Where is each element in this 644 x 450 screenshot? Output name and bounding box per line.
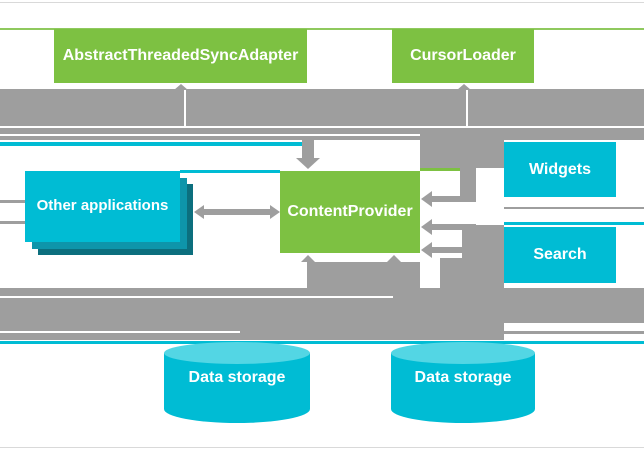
arrow-widgets-to-cp-shaft xyxy=(432,196,476,202)
left-stub-line-2 xyxy=(0,221,25,224)
cyan-line-upper xyxy=(0,142,302,146)
thin-line-below-widgets xyxy=(504,207,644,209)
green-sliver-line xyxy=(420,168,460,171)
cylinder-body xyxy=(164,353,310,423)
node-contentprovider: ContentProvider xyxy=(280,171,420,253)
node-label: Other applications xyxy=(36,197,169,215)
cylinder-body xyxy=(391,353,535,423)
arrow-up-to-syncadapter-icon xyxy=(174,84,188,90)
right-vertical-bar-widgets xyxy=(460,150,476,197)
top-bus-vertical-seam-right xyxy=(466,90,468,126)
arrow-up-to-cp-bottom-left-icon xyxy=(301,255,315,262)
cylinder-top xyxy=(391,342,535,364)
top-bus-band-1 xyxy=(0,89,644,126)
arrow-right-head-icon xyxy=(270,205,280,219)
bottom-bus-band-right xyxy=(504,288,644,323)
arrow-up-to-cursorloader-icon xyxy=(457,84,471,90)
left-stub-line-1 xyxy=(0,200,25,203)
node-abstractthreadedsyncadapter: AbstractThreadedSyncAdapter xyxy=(54,29,307,83)
bottom-bus-seam-1 xyxy=(0,296,393,298)
cylinder-top xyxy=(164,342,310,364)
node-data-storage-left: Data storage xyxy=(164,342,310,426)
arrow-down-to-contentprovider-shaft xyxy=(302,140,314,158)
arrow-lower-to-cp-shaft xyxy=(432,247,462,253)
top-bus-vertical-seam-left xyxy=(184,90,186,126)
node-other-applications: Other applications xyxy=(25,171,180,242)
center-vertical-slab xyxy=(307,262,420,340)
bottom-bus-band-mid xyxy=(420,288,504,340)
node-label: Search xyxy=(533,246,587,264)
node-label: ContentProvider xyxy=(287,203,413,221)
right-vertical-bar-search xyxy=(462,227,504,258)
node-label: Data storage xyxy=(414,369,512,386)
arrow-lower-to-cp-icon xyxy=(421,242,432,258)
node-label: CursorLoader xyxy=(410,47,516,65)
arrow-search-to-cp-icon xyxy=(421,219,432,235)
arrow-search-to-cp-shaft xyxy=(432,224,476,230)
node-search: Search xyxy=(504,227,616,283)
thin-line-bottom-right xyxy=(504,331,644,334)
cyan-line-above-search xyxy=(504,222,644,225)
cyan-sliver-line xyxy=(180,170,280,173)
cyan-line-lower xyxy=(0,341,644,344)
thin-connector-search xyxy=(476,225,504,227)
node-label: Data storage xyxy=(188,369,286,386)
top-bus-seam-1 xyxy=(0,126,644,128)
node-label: Widgets xyxy=(528,160,592,178)
arrow-down-to-contentprovider-icon xyxy=(296,158,320,169)
top-green-hairline xyxy=(0,28,644,30)
arrow-widgets-to-cp-icon xyxy=(421,191,432,207)
right-lower-block xyxy=(440,258,504,288)
arrow-left-head-icon xyxy=(194,205,204,219)
top-bus-seam-2 xyxy=(0,134,420,136)
arrow-otherapps-contentprovider-shaft xyxy=(204,209,270,215)
top-frame-hairline xyxy=(0,2,644,3)
node-cursorloader: CursorLoader xyxy=(392,29,534,83)
node-label: AbstractThreadedSyncAdapter xyxy=(62,47,299,65)
bottom-bus-seam-2 xyxy=(0,331,240,333)
node-widgets: Widgets xyxy=(504,142,616,197)
node-data-storage-right: Data storage xyxy=(391,342,535,426)
arrow-up-to-cp-bottom-right-icon xyxy=(387,255,401,262)
bottom-frame-hairline xyxy=(0,447,644,448)
